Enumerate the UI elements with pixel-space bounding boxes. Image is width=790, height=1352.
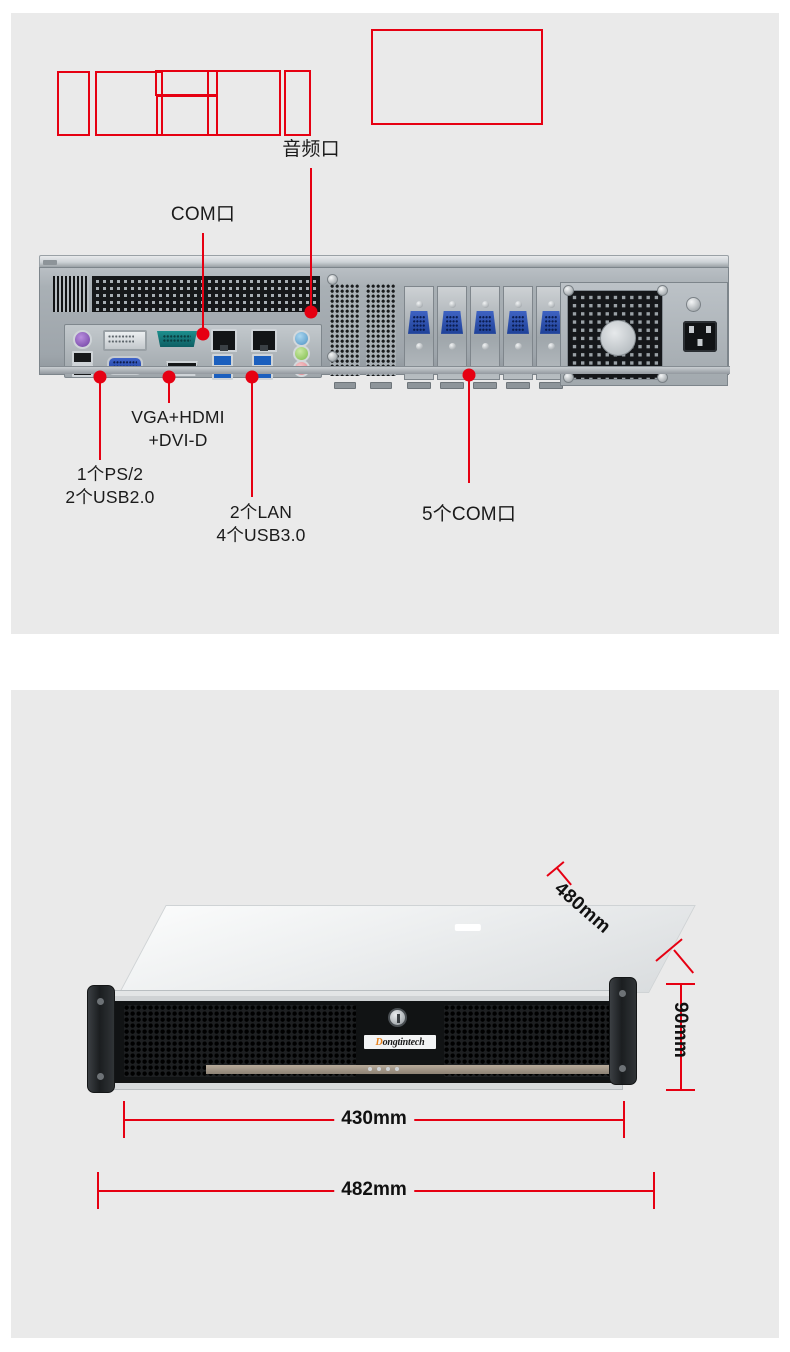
psu-fan-grille	[567, 290, 663, 380]
rack-handle-left	[87, 985, 115, 1093]
callout-com5-line	[468, 377, 470, 483]
highlight-five-com	[371, 29, 543, 125]
callout-ps2usb-dot	[93, 370, 107, 384]
riser-mesh-2	[366, 284, 396, 376]
callout-audio-line	[310, 168, 312, 311]
rear-io-panel: 音频口 COM口 1个PS/2 2个USB2.0 VGA+HDMI +DVI-D…	[11, 13, 779, 634]
psu-thumbscrew	[686, 297, 701, 312]
slot-tab-4	[506, 382, 530, 389]
highlight-audio	[284, 70, 311, 136]
dim-482-tick-left	[97, 1172, 99, 1209]
callout-video-dot	[162, 370, 176, 384]
callout-com5-label: 5个COM口	[421, 504, 517, 525]
dim-430-tick-left	[123, 1101, 125, 1138]
callout-com-label: COM口	[170, 204, 236, 225]
front-led-cluster	[368, 1067, 399, 1071]
dim-430-label: 430mm	[334, 1108, 414, 1130]
usb2-port-top	[72, 351, 93, 364]
callout-audio-dot	[304, 305, 318, 319]
dim-482-label: 482mm	[334, 1179, 414, 1201]
callout-video-line1: VGA+HDMI	[131, 407, 225, 427]
power-inlet	[683, 321, 717, 352]
slot-tab-0	[334, 382, 356, 389]
expansion-bracket-4	[503, 286, 533, 380]
expansion-bracket-1	[404, 286, 434, 380]
dim-482-tick-right	[653, 1172, 655, 1209]
chassis-rear-body	[39, 267, 730, 389]
onboard-com-port	[157, 331, 197, 347]
callout-video-line	[168, 379, 170, 403]
dimension-panel: Dongtintech 480mm 90mm 430mm 482mm	[11, 690, 779, 1338]
highlight-ps2-usb2	[57, 71, 90, 136]
callout-lanusb-dot	[245, 370, 259, 384]
slot-tab-3	[473, 382, 497, 389]
dim-430-tick-right	[623, 1101, 625, 1138]
highlight-lan-usb3	[207, 70, 281, 136]
chassis-front-bezel: Dongtintech	[113, 990, 623, 1090]
callout-ps2usb-line	[99, 379, 101, 460]
chassis-bottom-lip	[40, 366, 730, 374]
callout-lanusb-line1: 2个LAN	[229, 502, 293, 522]
slot-tab-0b	[370, 382, 392, 389]
slot-tab-1	[407, 382, 431, 389]
rack-handle-right	[609, 977, 637, 1085]
front-chassis-image: Dongtintech	[73, 905, 696, 1110]
callout-ps2usb-line2: 2个USB2.0	[65, 487, 155, 507]
highlight-video-group	[95, 71, 163, 136]
callout-com5-dot	[462, 368, 476, 382]
lan-port-2	[251, 329, 277, 352]
front-accent-strip	[206, 1065, 616, 1074]
dim-90-tick-top	[666, 983, 695, 985]
top-cover-highlight	[454, 924, 481, 931]
rear-chassis-image	[39, 255, 730, 389]
callout-lanusb-line2: 4个USB3.0	[216, 525, 306, 545]
expansion-bracket-3	[470, 286, 500, 380]
vent-grille-top	[92, 276, 320, 312]
front-door-lock	[388, 1008, 407, 1027]
dim-480-tick-bottom-cross	[673, 949, 695, 974]
dim-90-label: 90mm	[670, 1002, 691, 1059]
brand-name: ongtintech	[382, 1036, 425, 1048]
callout-lanusb-line	[251, 379, 253, 497]
slot-tab-2	[440, 382, 464, 389]
lan-port-1	[211, 329, 237, 352]
expansion-bracket-2	[437, 286, 467, 380]
callout-com-line	[202, 233, 204, 333]
brand-initial: D	[375, 1036, 383, 1048]
vent-slots-left	[53, 276, 89, 312]
callout-ps2usb-line1: 1个PS/2	[76, 464, 144, 484]
dim-90-line	[680, 983, 682, 1091]
ps2-port	[73, 330, 92, 349]
highlight-hdmi	[156, 95, 218, 136]
callout-video-line2: +DVI-D	[148, 430, 208, 450]
psu-fan-hub	[600, 320, 636, 356]
riser-mesh-1	[330, 284, 360, 376]
brand-logo: Dongtintech	[364, 1035, 436, 1049]
callout-com-dot	[196, 327, 210, 341]
callout-audio-label: 音频口	[282, 139, 340, 160]
dim-90-tick-bottom	[666, 1089, 695, 1091]
highlight-onboard-com	[155, 70, 218, 96]
dvi-d-port	[103, 330, 147, 351]
